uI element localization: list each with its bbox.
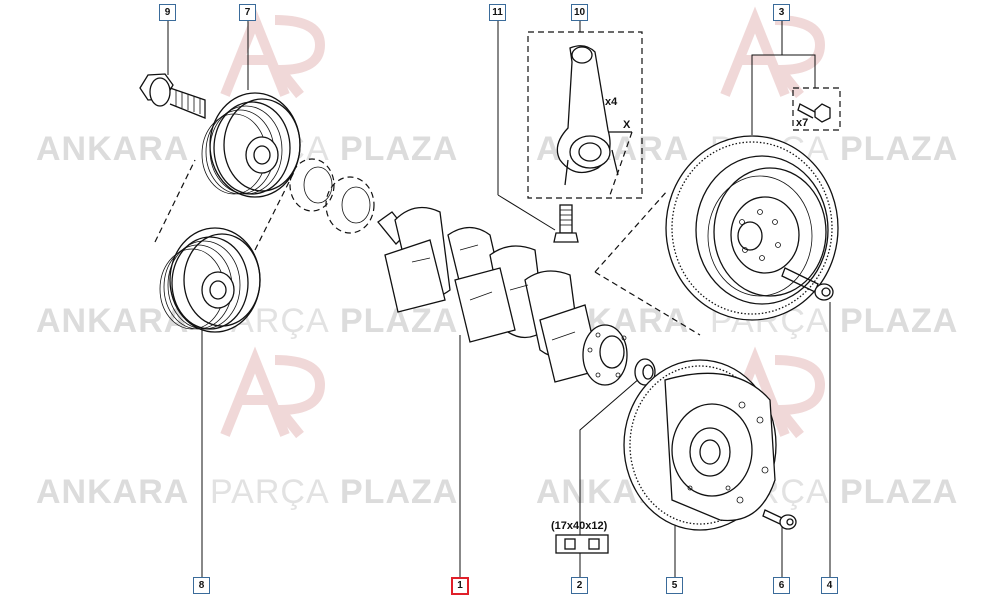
crank-pulley-bolt xyxy=(139,73,206,119)
callout-10[interactable]: 10 xyxy=(571,4,588,21)
callout-3[interactable]: 3 xyxy=(773,4,790,21)
leader-lines xyxy=(167,19,831,577)
callout-4[interactable]: 4 xyxy=(821,577,838,594)
watermark-row-1: ANKARA PARÇA PLAZA ANKARA PARÇA PLAZA xyxy=(36,130,958,168)
dual-mass-flywheel xyxy=(594,135,839,336)
flywheel-bolt-small xyxy=(762,509,797,530)
callout-6[interactable]: 6 xyxy=(773,577,790,594)
conrod-quantity: x4 xyxy=(605,96,618,108)
crankshaft-pulley xyxy=(201,92,301,198)
wm-ankara: ANKARA xyxy=(36,302,189,340)
pilot-bearing xyxy=(634,358,656,386)
auxiliary-pulley xyxy=(159,227,261,333)
flywheel-bolt xyxy=(781,267,834,301)
callout-2[interactable]: 2 xyxy=(571,577,588,594)
flywheel-ring-gear xyxy=(623,359,777,531)
wm-plaza: PLAZA xyxy=(840,302,958,340)
watermark-row-3: ANKARA PARÇA PLAZA ANKARA PARÇA PLAZA xyxy=(36,473,958,511)
timing-sprockets xyxy=(289,158,375,234)
wm-parca: PARÇA xyxy=(210,473,330,511)
wm-plaza: PLAZA xyxy=(840,130,958,168)
connecting-rod-bolt xyxy=(553,204,579,243)
bearing-spec: (17x40x12) xyxy=(551,520,609,554)
wm-ankara: ANKARA xyxy=(36,473,189,511)
bearing-size-label: (17x40x12) xyxy=(551,520,608,532)
callout-5[interactable]: 5 xyxy=(666,577,683,594)
wm-plaza: PLAZA xyxy=(340,130,458,168)
wm-ankara: ANKARA xyxy=(36,130,189,168)
pulley-link-lines xyxy=(154,159,296,251)
flywheel-bolt-group: x7 xyxy=(792,87,841,131)
callout-11[interactable]: 11 xyxy=(489,4,506,21)
callout-8[interactable]: 8 xyxy=(193,577,210,594)
callout-9[interactable]: 9 xyxy=(159,4,176,21)
wm-plaza: PLAZA xyxy=(840,473,958,511)
connecting-rod-group: x4 X xyxy=(527,31,643,199)
wm-plaza: PLAZA xyxy=(340,473,458,511)
bolt-quantity: x7 xyxy=(796,117,808,129)
callout-7[interactable]: 7 xyxy=(239,4,256,21)
crankshaft xyxy=(377,206,628,386)
callout-1-highlighted[interactable]: 1 xyxy=(451,577,469,595)
conrod-section-mark: X xyxy=(623,119,631,131)
